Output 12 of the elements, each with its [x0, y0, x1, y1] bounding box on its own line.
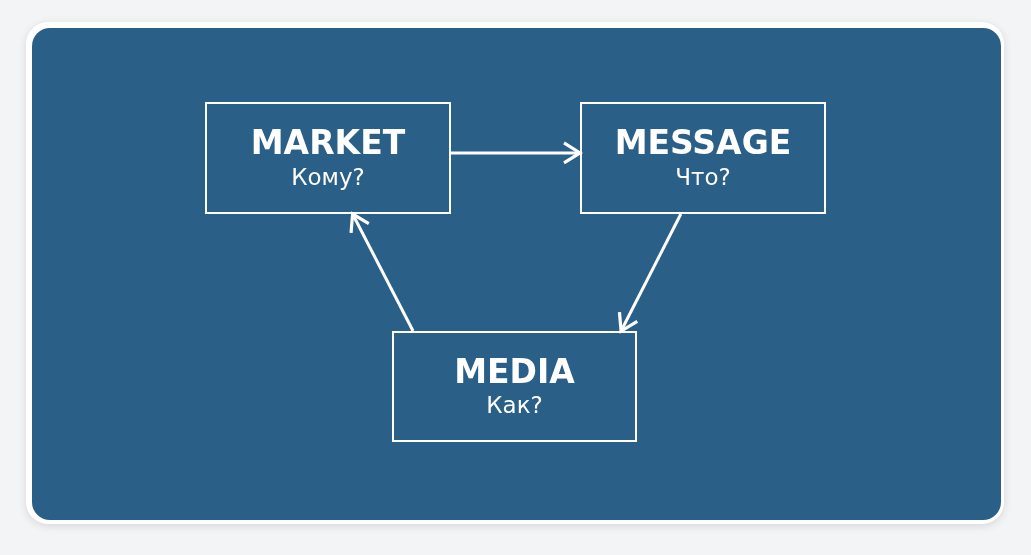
process-box	[580, 102, 826, 214]
process-box	[205, 102, 451, 214]
box-subtitle: Что?	[675, 162, 731, 192]
arrow	[349, 212, 415, 332]
box-title: MEDIA	[454, 351, 575, 392]
box-subtitle: Кому?	[291, 162, 365, 192]
box-subtitle: Как?	[486, 391, 543, 421]
process-box	[392, 331, 637, 442]
arrow	[451, 141, 582, 165]
box-title: MARKET	[250, 123, 406, 163]
arrow	[617, 213, 683, 333]
box-title: MESSAGE	[614, 123, 792, 163]
